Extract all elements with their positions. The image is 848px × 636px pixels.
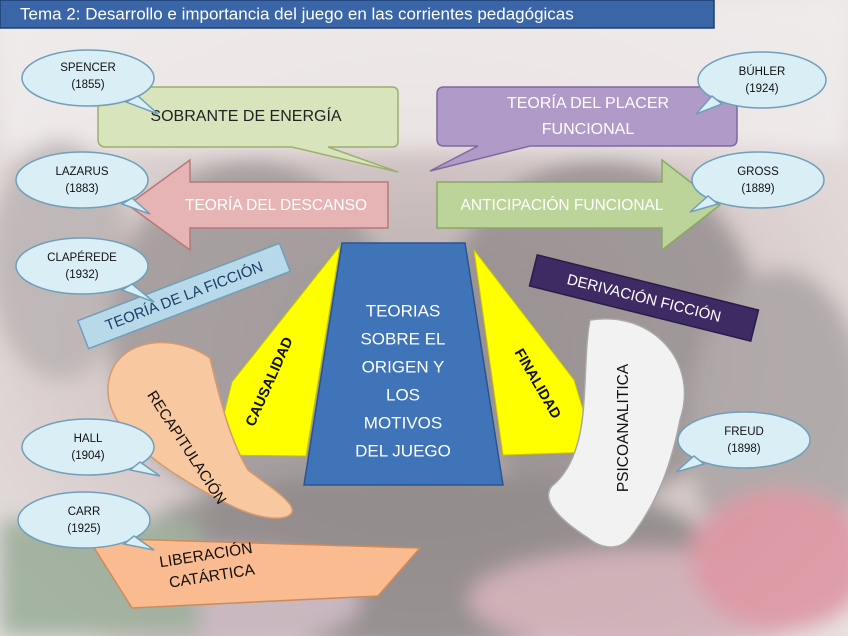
- freud-name: FREUD: [724, 426, 764, 438]
- placer-funcional-label-2: FUNCIONAL: [542, 121, 635, 138]
- hall-year: (1904): [71, 450, 104, 462]
- title-text: Tema 2: Desarrollo e importancia del jue…: [20, 4, 574, 23]
- center-line-3: ORIGEN Y: [362, 357, 445, 376]
- psicoanalitica-label: PSICOANALITICA: [615, 363, 632, 492]
- hall-name: HALL: [74, 433, 103, 445]
- spencer-name: SPENCER: [60, 62, 116, 74]
- center-line-6: DEL JUEGO: [355, 441, 451, 460]
- center-line-1: TEORIAS: [366, 301, 441, 320]
- descanso-label: TEORÍA DEL DESCANSO: [185, 197, 367, 214]
- gross-year: (1889): [741, 183, 774, 195]
- sobrante-energia-label: SOBRANTE DE ENERGÍA: [150, 106, 341, 125]
- placer-funcional-label-1: TEORÍA DEL PLACER: [507, 93, 669, 112]
- carr-year: (1925): [67, 523, 100, 535]
- lazarus-name: LAZARUS: [55, 166, 108, 178]
- carr-name: CARR: [68, 506, 101, 518]
- spencer-year: (1855): [71, 79, 104, 91]
- claperede-year: (1932): [65, 269, 98, 281]
- buhler-name: BÚHLER: [739, 65, 786, 78]
- center-line-4: LOS: [386, 385, 420, 404]
- freud-year: (1898): [727, 443, 760, 455]
- buhler-year: (1924): [745, 83, 778, 95]
- title-bar: Tema 2: Desarrollo e importancia del jue…: [0, 0, 714, 28]
- claperede-name: CLAPÉREDE: [47, 251, 117, 264]
- center-line-5: MOTIVOS: [364, 413, 442, 432]
- gross-name: GROSS: [737, 166, 779, 178]
- center-line-2: SOBRE EL: [360, 329, 445, 348]
- lazarus-year: (1883): [65, 183, 98, 195]
- anticipacion-label: ANTICIPACIÓN FUNCIONAL: [461, 197, 664, 214]
